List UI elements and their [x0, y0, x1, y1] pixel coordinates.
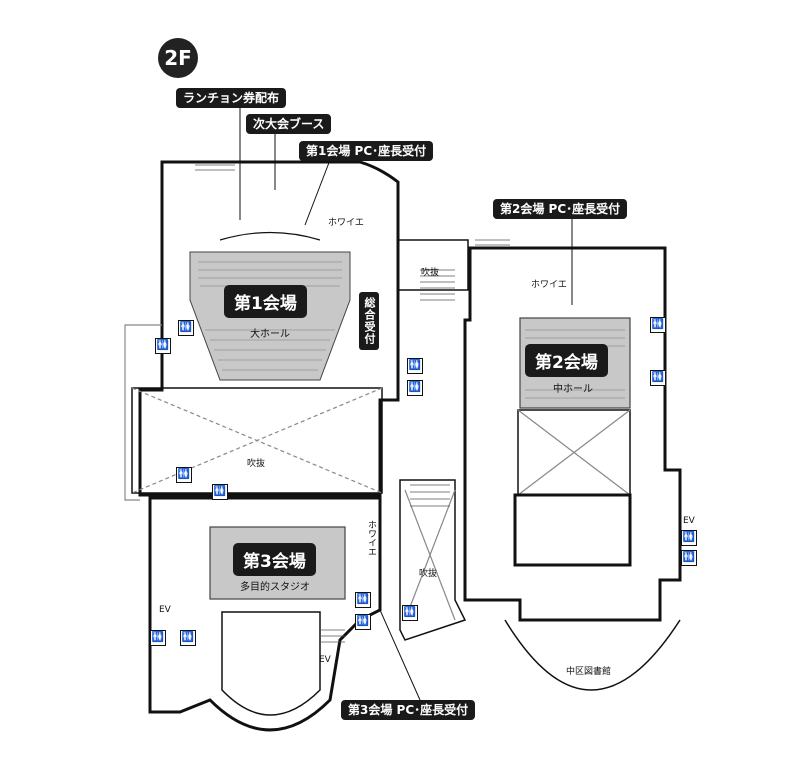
foyer1-label: ホワイエ	[328, 218, 364, 228]
hall2-sub-label: 中ホール	[553, 384, 593, 395]
void-top-label: 吹抜	[421, 268, 440, 278]
restroom-icon: 🚻	[180, 630, 196, 646]
void-center-label: 吹抜	[247, 459, 266, 469]
restroom-icon: 🚻	[355, 614, 371, 630]
library-label: 中区図書館	[566, 667, 612, 677]
restroom-icon: 🚻	[681, 530, 697, 546]
hall1-sub-label: 大ホール	[250, 329, 290, 340]
restroom-icon: 🚻	[407, 358, 423, 374]
ev2-label: EV	[159, 605, 171, 615]
restroom-icon: 🚻	[355, 592, 371, 608]
restroom-icon: 🚻	[155, 338, 171, 354]
hall3-label: 第3会場	[233, 543, 316, 576]
restroom-icon: 🚻	[650, 370, 666, 386]
general-reception-label: 総合受付	[359, 292, 379, 350]
restroom-icon: 🚻	[650, 317, 666, 333]
restroom-icon: 🚻	[407, 380, 423, 396]
void-right-label: 吹抜	[419, 569, 438, 579]
callout-hall1-pc: 第1会場 PC･座長受付	[299, 141, 434, 161]
hall1-label: 第1会場	[224, 285, 307, 318]
callout-next-booth: 次大会ブース	[246, 114, 332, 134]
foyer3-label: ホワイエ	[366, 520, 376, 556]
restroom-icon: 🚻	[178, 320, 194, 336]
restroom-icon: 🚻	[176, 467, 192, 483]
floor-badge: 2F	[158, 38, 198, 78]
callout-hall3-pc: 第3会場 PC･座長受付	[341, 700, 476, 720]
restroom-icon: 🚻	[212, 484, 228, 500]
hall2-label: 第2会場	[525, 344, 608, 377]
callout-lunch-ticket: ランチョン券配布	[176, 88, 287, 108]
ev3-label: EV	[319, 655, 331, 665]
foyer2-label: ホワイエ	[531, 280, 567, 290]
callout-hall2-pc: 第2会場 PC･座長受付	[493, 199, 628, 219]
restroom-icon: 🚻	[150, 630, 166, 646]
restroom-icon: 🚻	[402, 605, 418, 621]
ev1-label: EV	[683, 516, 695, 526]
hall3-sub-label: 多目的スタジオ	[240, 582, 310, 593]
restroom-icon: 🚻	[681, 550, 697, 566]
